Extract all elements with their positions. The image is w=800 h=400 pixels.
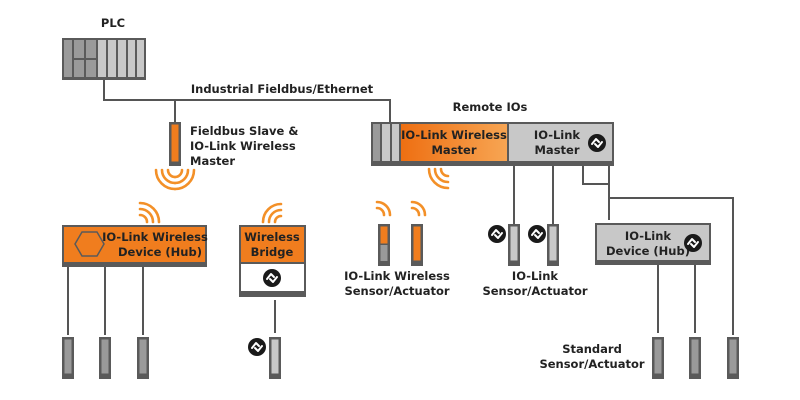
standard-sensor — [727, 337, 739, 379]
wireless-sensor-label-1: IO-Link Wireless — [344, 269, 450, 283]
fieldbus-line — [103, 80, 391, 122]
iolink-hub-label-1: IO-Link — [625, 229, 671, 243]
wireless-signal-icon — [261, 202, 283, 224]
wireless-signal-icon — [427, 167, 450, 190]
iolink-master-label-1: IO-Link — [534, 128, 580, 142]
fieldbus-slave-module — [169, 122, 181, 166]
iolink-symbol-icon — [487, 224, 507, 244]
wireless-hub-label-1: IO-Link Wireless — [102, 230, 208, 244]
iolink-symbol-icon — [262, 268, 282, 288]
hexagon-icon — [74, 231, 105, 257]
standard-sensor — [99, 337, 111, 379]
wireless-bridge-label-1: Wireless — [244, 230, 300, 244]
iolink-symbol-icon — [527, 224, 547, 244]
fieldbus-slave-label-1: Fieldbus Slave & — [190, 124, 298, 138]
wireless-sensor-label-2: Sensor/Actuator — [344, 284, 449, 298]
plc-rack — [62, 38, 146, 80]
iolink-wireless-master-module — [401, 124, 507, 161]
plc-label: PLC — [101, 16, 125, 30]
iolink-port-wire — [608, 166, 734, 335]
iolink-wireless-hub — [62, 225, 207, 267]
wireless-sensor-actuator — [411, 224, 423, 266]
fieldbus-slave-label-2: IO-Link Wireless — [190, 139, 296, 153]
iolink-master-label-2: Master — [534, 143, 579, 157]
wireless-bridge-label-2: Bridge — [251, 245, 294, 259]
wireless-sensor-actuator — [378, 224, 390, 266]
iolink-port-wire — [582, 166, 610, 220]
iolink-sensor-label-1: IO-Link — [512, 269, 558, 283]
wireless-signal-icon — [154, 168, 196, 191]
iolink-sensor — [547, 224, 559, 266]
wireless-hub-label-2: Device (Hub) — [118, 245, 202, 259]
iolink-symbol-icon — [247, 337, 267, 357]
iolink-sensor — [269, 337, 281, 379]
remote-ios-label: Remote IOs — [453, 100, 528, 114]
standard-sensor — [137, 337, 149, 379]
iolink-sensor-label-2: Sensor/Actuator — [482, 284, 587, 298]
wireless-master-label-2: Master — [431, 143, 476, 157]
fieldbus-slave-label-3: Master — [190, 154, 235, 168]
standard-sensor-label-1: Standard — [562, 342, 622, 356]
standard-sensor — [62, 337, 74, 379]
bus-label: Industrial Fieldbus/Ethernet — [191, 82, 374, 96]
iolink-symbol-icon — [683, 233, 703, 253]
wireless-signal-icon — [375, 200, 427, 217]
standard-sensor — [689, 337, 701, 379]
wireless-signal-icon — [138, 201, 161, 224]
wireless-master-label-1: IO-Link Wireless — [401, 128, 507, 142]
iolink-device-hub — [595, 223, 711, 265]
iolink-sensor — [508, 224, 520, 266]
iolink-hub-label-2: Device (Hub) — [606, 244, 690, 258]
standard-sensor — [652, 337, 664, 379]
iolink-symbol-icon — [587, 133, 607, 153]
standard-sensor-label-2: Sensor/Actuator — [539, 357, 644, 371]
